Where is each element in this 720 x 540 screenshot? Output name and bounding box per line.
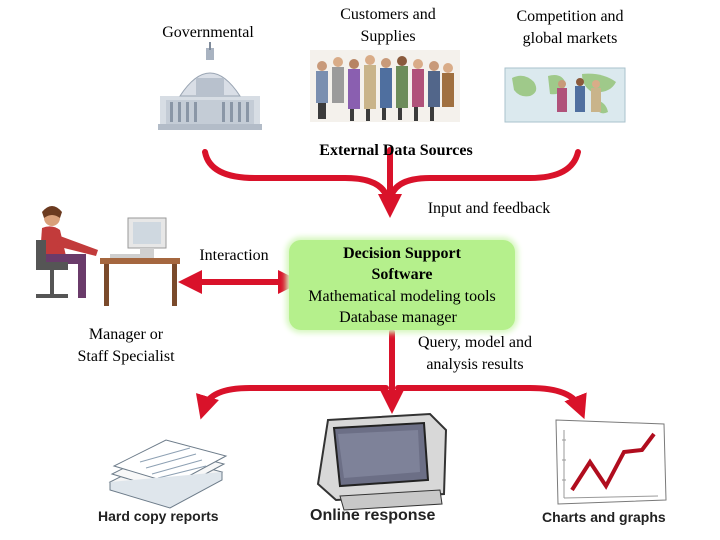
dss-modeling-tools: Mathematical modeling tools (308, 288, 496, 305)
customers-crowd-image (310, 50, 460, 122)
online-response-caption: Online response (310, 507, 436, 524)
customers-label-line1: Customers and (340, 6, 436, 23)
competition-label: Competition and global markets (490, 6, 650, 50)
interaction-label: Interaction (199, 247, 269, 264)
external-data-sources-label: External Data Sources (319, 142, 473, 159)
capitol-building-image (158, 42, 262, 130)
manager-label-line1: Manager or (88, 326, 164, 343)
competition-label-line2: global markets (522, 30, 618, 47)
customers-label: Customers and Supplies (310, 4, 466, 48)
query-results-line2: analysis results (426, 356, 524, 373)
world-map-image (504, 67, 626, 123)
decision-support-box (289, 240, 515, 330)
query-results-label: Query, model and analysis results (396, 332, 554, 376)
manager-label-line2: Staff Specialist (77, 348, 175, 365)
chart-graph-image (555, 419, 667, 505)
governmental-label: Governmental (162, 24, 254, 41)
dss-title-line1: Decision Support (343, 245, 461, 262)
hard-copy-reports-caption: Hard copy reports (98, 508, 219, 524)
competition-label-line1: Competition and (516, 8, 624, 25)
dss-database-manager: Database manager (339, 309, 457, 326)
customers-label-line2: Supplies (360, 28, 416, 45)
dss-title-line2: Software (371, 266, 433, 283)
input-feedback-label: Input and feedback (427, 200, 551, 217)
hard-copy-reports-image (108, 439, 228, 509)
flow-arrows (178, 147, 587, 420)
charts-graphs-caption: Charts and graphs (542, 509, 666, 525)
manager-label: Manager or Staff Specialist (58, 324, 194, 368)
computer-monitor-image (316, 412, 448, 511)
manager-at-desk-image (36, 206, 180, 306)
query-results-line1: Query, model and (417, 334, 533, 351)
